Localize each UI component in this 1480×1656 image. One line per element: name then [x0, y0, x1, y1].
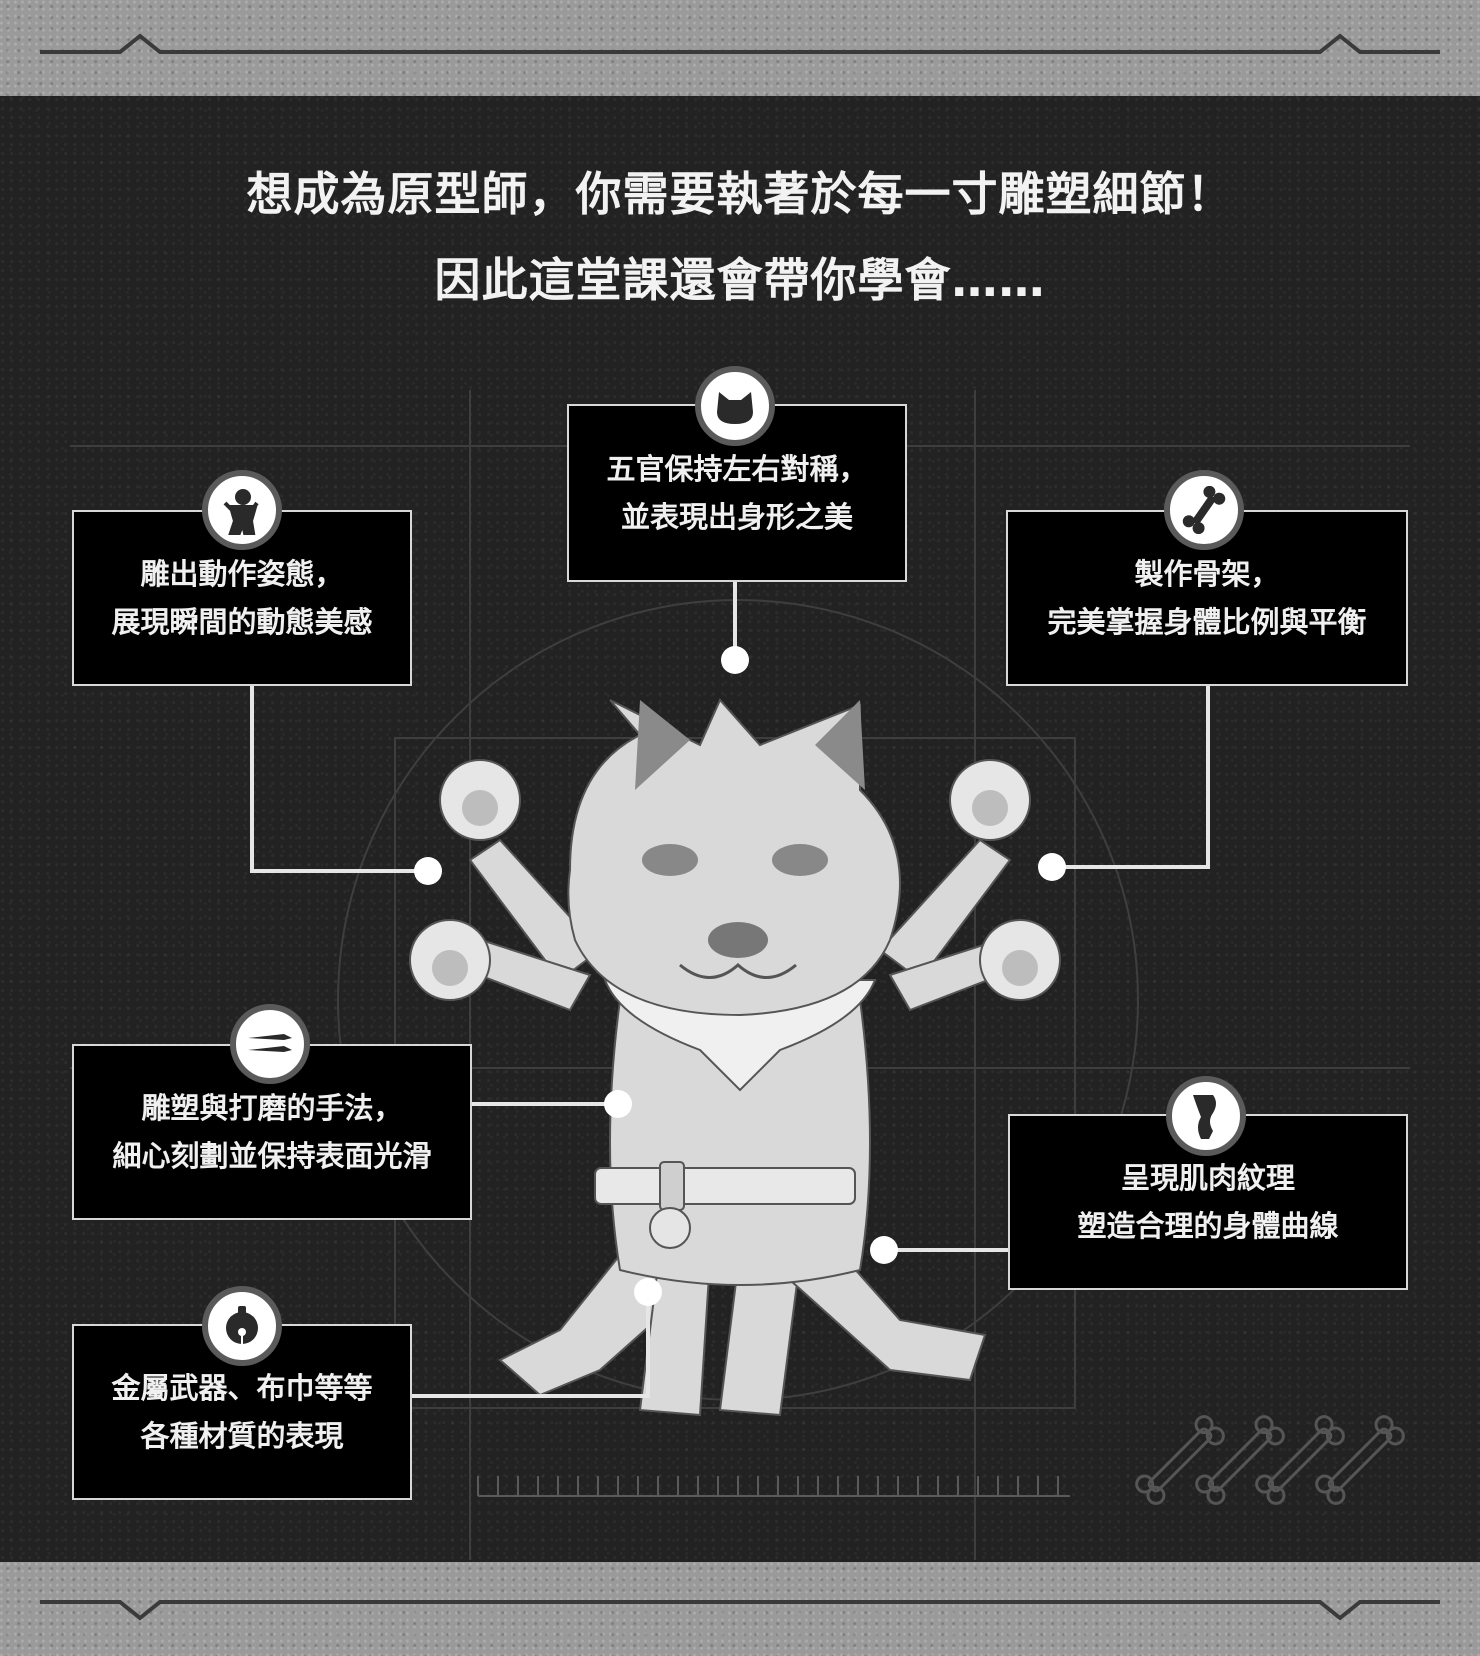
decor-bones [1135, 1415, 1405, 1505]
feature-muscle-line-1: 呈現肌肉紋理 [1120, 1161, 1295, 1195]
paw-pads [432, 790, 1038, 986]
cat-face-icon [695, 366, 775, 446]
top-decorative-band [0, 0, 1480, 96]
connector-dots [414, 646, 1066, 1306]
leg-muscle-icon [1166, 1076, 1246, 1156]
feature-pose-line-1: 雕出動作姿態， [140, 557, 344, 591]
feature-symmetry-line-2: 並表現出身形之美 [620, 500, 853, 534]
bell-icon [202, 1286, 282, 1366]
dog-face-details [635, 700, 865, 979]
sculpting-tools-icon [230, 1004, 310, 1084]
feature-symmetry-line-1: 五官保持左右對稱， [606, 452, 868, 486]
headline-line-1: 想成為原型師，你需要執著於每一寸雕塑細節！ [246, 167, 1234, 221]
posing-figure-icon [202, 470, 282, 550]
headline-line-2: 因此這堂課還會帶你學會…… [434, 253, 1046, 307]
feature-box-skeleton: 製作骨架， 完美掌握身體比例與平衡 [1006, 510, 1408, 686]
feature-box-muscle: 呈現肌肉紋理 塑造合理的身體曲線 [1008, 1114, 1408, 1290]
connector-lines [250, 582, 1210, 1398]
feature-skeleton-line-2: 完美掌握身體比例與平衡 [1047, 605, 1367, 639]
feature-sanding-line-1: 雕塑與打磨的手法， [141, 1091, 403, 1125]
dog-body-group [438, 698, 1042, 1417]
feature-skeleton-line-1: 製作骨架， [1134, 557, 1280, 591]
feature-materials-line-1: 金屬武器、布巾等等 [111, 1371, 373, 1405]
feature-materials-line-2: 各種材質的表現 [140, 1419, 344, 1453]
bottom-decorative-band [0, 1562, 1480, 1656]
feature-sanding-line-2: 細心刻劃並保持表面光滑 [112, 1139, 432, 1173]
bone-icon [1164, 470, 1244, 550]
feature-pose-line-2: 展現瞬間的動態美感 [111, 605, 373, 639]
feature-muscle-line-2: 塑造合理的身體曲線 [1077, 1209, 1339, 1243]
